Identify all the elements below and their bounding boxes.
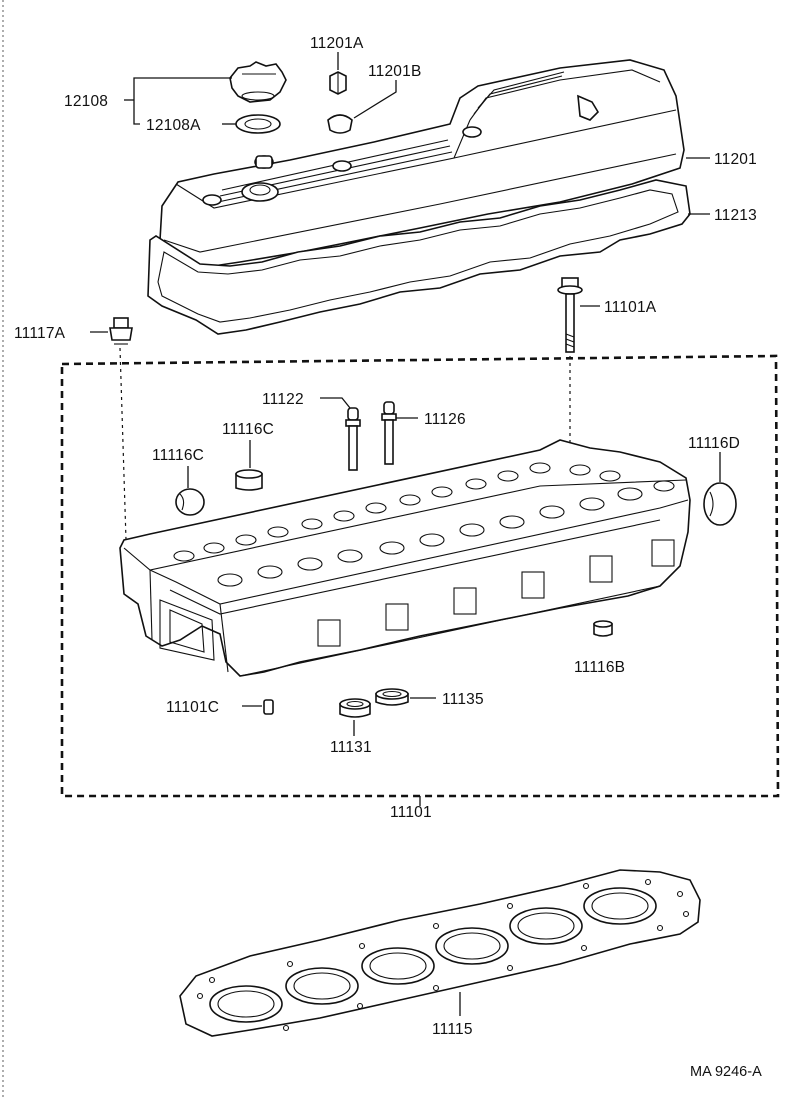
figure-code: MA 9246-A: [690, 1064, 762, 1080]
plug-11116C-upper-part[interactable]: [235, 469, 263, 491]
label-11201B: 11201B: [368, 63, 422, 80]
valve-seat-11135-part[interactable]: [375, 688, 409, 706]
dowel-pin-part[interactable]: [263, 699, 274, 715]
oil-filler-cap-part[interactable]: [229, 61, 287, 103]
cover-gasket-part[interactable]: [147, 179, 691, 335]
label-11117A: 11117A: [14, 325, 66, 342]
leader-11201B: [353, 80, 397, 119]
cylinder-head-cover-part[interactable]: [159, 59, 685, 269]
cylinder-head-gasket-part[interactable]: [179, 869, 701, 1037]
plug-11116D-part[interactable]: [703, 482, 737, 526]
label-11115: 11115: [432, 1021, 473, 1038]
cylinder-head-assembly-box: [60, 354, 780, 798]
valve-seat-11131-part[interactable]: [339, 698, 371, 718]
gasket-bore-row: [209, 887, 657, 1023]
leader-12108: [124, 77, 232, 125]
label-11126: 11126: [424, 411, 466, 428]
label-11116B: 11116B: [574, 659, 625, 676]
label-11101: 11101: [390, 804, 432, 821]
valve-guide-11126-part[interactable]: [381, 401, 397, 465]
label-11122: 11122: [262, 391, 304, 408]
label-11213: 11213: [714, 207, 757, 224]
label-12108: 12108: [64, 93, 108, 110]
valve-guide-11122-part[interactable]: [345, 407, 361, 471]
cap-gasket-part[interactable]: [235, 114, 281, 134]
plug-11116C-left-part[interactable]: [175, 488, 205, 516]
label-11116C-upper: 11116C: [222, 421, 274, 438]
plug-11117A-part[interactable]: [109, 317, 133, 345]
label-11101A: 11101A: [604, 299, 657, 316]
label-11116C-left: 11116C: [152, 447, 204, 464]
gasket-hole-pattern: [196, 878, 690, 1032]
label-11201: 11201: [714, 151, 757, 168]
label-11201A: 11201A: [310, 35, 364, 52]
cylinder-head-part[interactable]: [119, 439, 691, 677]
side-port-row: [317, 539, 675, 647]
valve-pocket-row: [173, 462, 675, 587]
label-12108A: 12108A: [146, 117, 201, 134]
label-11101C: 11101C: [166, 699, 219, 716]
leader-11122: [320, 397, 351, 409]
plug-11116B-part[interactable]: [593, 620, 613, 637]
label-11131: 11131: [330, 739, 372, 756]
cover-nut-part[interactable]: [329, 71, 347, 95]
label-11116D: 11116D: [688, 435, 740, 452]
label-11135: 11135: [442, 691, 484, 708]
cover-seal-washer-part[interactable]: [327, 114, 353, 134]
plug-insertion-line: [119, 347, 127, 541]
head-bolt-part[interactable]: [557, 277, 583, 353]
